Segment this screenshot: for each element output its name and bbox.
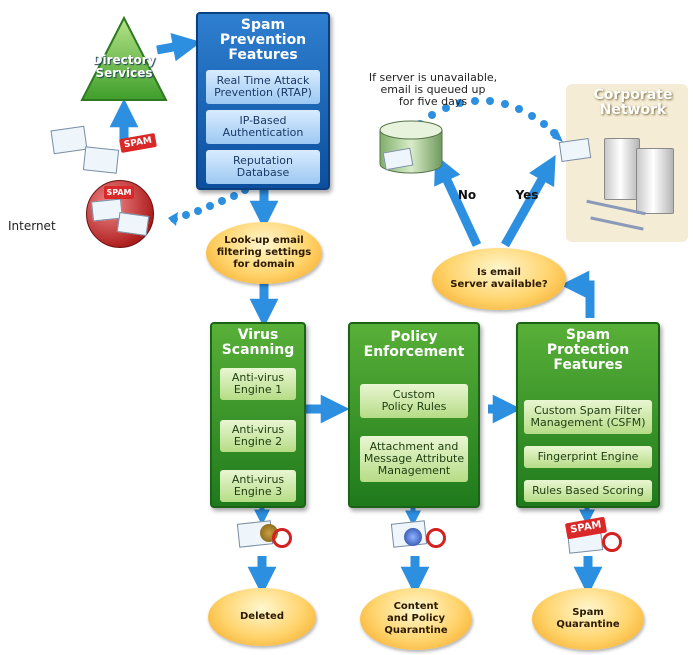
envelope-icon — [82, 146, 120, 174]
reputation-item: Reputation Database — [206, 150, 320, 184]
spam-protection-title: Spam Protection Features — [518, 328, 658, 373]
oval-line: Deleted — [239, 611, 284, 622]
corporate-network-label: Corporate Network — [580, 88, 686, 118]
envelope-icon — [558, 138, 592, 162]
directory-services-triangle — [80, 15, 168, 101]
oval-line: Content — [393, 601, 439, 612]
virus-scanning-panel: Virus Scanning Anti-virus Engine 1 Anti-… — [210, 322, 306, 508]
item-line: Reputation — [233, 154, 293, 167]
item-line: Policy Rules — [381, 400, 447, 413]
attachment-management: Attachment and Message Attribute Managem… — [360, 436, 468, 482]
rules-scoring-item: Rules Based Scoring — [524, 480, 652, 502]
policy-badge-icon — [404, 528, 422, 546]
spam-prevention-title: Spam Prevention Features — [198, 18, 328, 63]
title-line: Virus — [237, 327, 279, 343]
item-line: Real Time Attack — [216, 74, 310, 87]
title-line: Features — [228, 47, 298, 63]
item-line: Custom Spam Filter — [534, 404, 642, 417]
directory-services-label: Directory Services — [82, 54, 166, 80]
prohibited-icon — [602, 532, 622, 552]
title-line: Policy — [390, 329, 438, 345]
item-line: Management — [377, 464, 451, 477]
av-engine-1: Anti-virus Engine 1 — [220, 368, 296, 400]
prohibited-icon — [272, 528, 292, 548]
deleted-oval: Deleted — [208, 588, 316, 646]
directory-services-line1: Directory — [92, 53, 156, 67]
corp-line: Corporate — [593, 87, 673, 103]
lookup-oval: Look-up email filtering settings for dom… — [206, 222, 322, 284]
corp-line: Network — [599, 102, 667, 118]
policy-enforcement-panel: Policy Enforcement Custom Policy Rules A… — [348, 322, 480, 508]
item-line: Authentication — [222, 126, 304, 139]
title-line: Prevention — [219, 32, 307, 48]
item-line: Management (CSFM) — [530, 416, 646, 429]
item-line: Anti-virus — [231, 423, 285, 436]
fingerprint-item: Fingerprint Engine — [524, 446, 652, 468]
av-engine-2: Anti-virus Engine 2 — [220, 420, 296, 452]
note-line: If server is unavailable, — [368, 71, 498, 84]
content-quarantine-oval: Content and Policy Quarantine — [360, 588, 472, 650]
item-line: Rules Based Scoring — [532, 484, 644, 497]
item-line: IP-Based — [239, 114, 287, 127]
oval-line: Server available? — [450, 279, 548, 290]
item-line: Custom — [392, 388, 436, 401]
ip-auth-item: IP-Based Authentication — [206, 110, 320, 144]
item-line: Anti-virus — [231, 473, 285, 486]
spam-prevention-panel: Spam Prevention Features Real Time Attac… — [196, 12, 330, 190]
note-line: for five days — [398, 95, 468, 108]
oval-line: Quarantine — [556, 619, 620, 630]
server-icon — [604, 138, 640, 200]
spam-tag-icon: SPAM — [104, 186, 134, 199]
item-line: Message Attribute — [363, 452, 465, 465]
spam-quarantine-oval: Spam Quarantine — [532, 588, 644, 650]
csfm-item: Custom Spam Filter Management (CSFM) — [524, 400, 652, 434]
oval-line: Quarantine — [384, 625, 448, 636]
envelope-icon — [116, 212, 150, 236]
item-line: Engine 3 — [233, 485, 283, 498]
prohibited-icon — [426, 528, 446, 548]
item-line: Database — [236, 166, 290, 179]
item-line: Attachment and — [369, 440, 459, 453]
oval-line: and Policy — [386, 613, 445, 624]
virus-scanning-title: Virus Scanning — [212, 328, 304, 358]
title-line: Scanning — [221, 342, 295, 358]
directory-services-line2: Services — [95, 66, 153, 80]
rtap-item: Real Time Attack Prevention (RTAP) — [206, 70, 320, 104]
av-engine-3: Anti-virus Engine 3 — [220, 470, 296, 502]
oval-line: filtering settings — [216, 247, 312, 258]
no-label: No — [457, 188, 477, 202]
item-line: Engine 1 — [233, 383, 283, 396]
internet-label: Internet — [8, 219, 56, 233]
oval-line: Is email — [477, 267, 521, 278]
spam-protection-panel: Spam Protection Features Custom Spam Fil… — [516, 322, 660, 508]
oval-line: Look-up email — [224, 235, 304, 246]
oval-line: Spam — [572, 607, 604, 618]
queue-note: If server is unavailable, email is queue… — [358, 72, 508, 108]
title-line: Protection — [546, 342, 630, 358]
note-line: email is queued up — [380, 83, 486, 96]
item-line: Engine 2 — [233, 435, 283, 448]
item-line: Prevention (RTAP) — [214, 86, 312, 99]
policy-enforcement-title: Policy Enforcement — [350, 330, 478, 360]
oval-line: for domain — [233, 259, 295, 270]
envelope-icon — [50, 125, 88, 155]
server-available-oval: Is email Server available? — [432, 248, 566, 310]
item-line: Fingerprint Engine — [537, 450, 639, 463]
yes-label: Yes — [515, 188, 539, 202]
title-line: Features — [553, 357, 623, 373]
title-line: Spam — [240, 17, 286, 33]
custom-policy-rules: Custom Policy Rules — [360, 384, 468, 418]
title-line: Spam — [565, 327, 611, 343]
server-icon — [636, 148, 674, 214]
item-line: Anti-virus — [231, 371, 285, 384]
title-line: Enforcement — [363, 344, 465, 360]
